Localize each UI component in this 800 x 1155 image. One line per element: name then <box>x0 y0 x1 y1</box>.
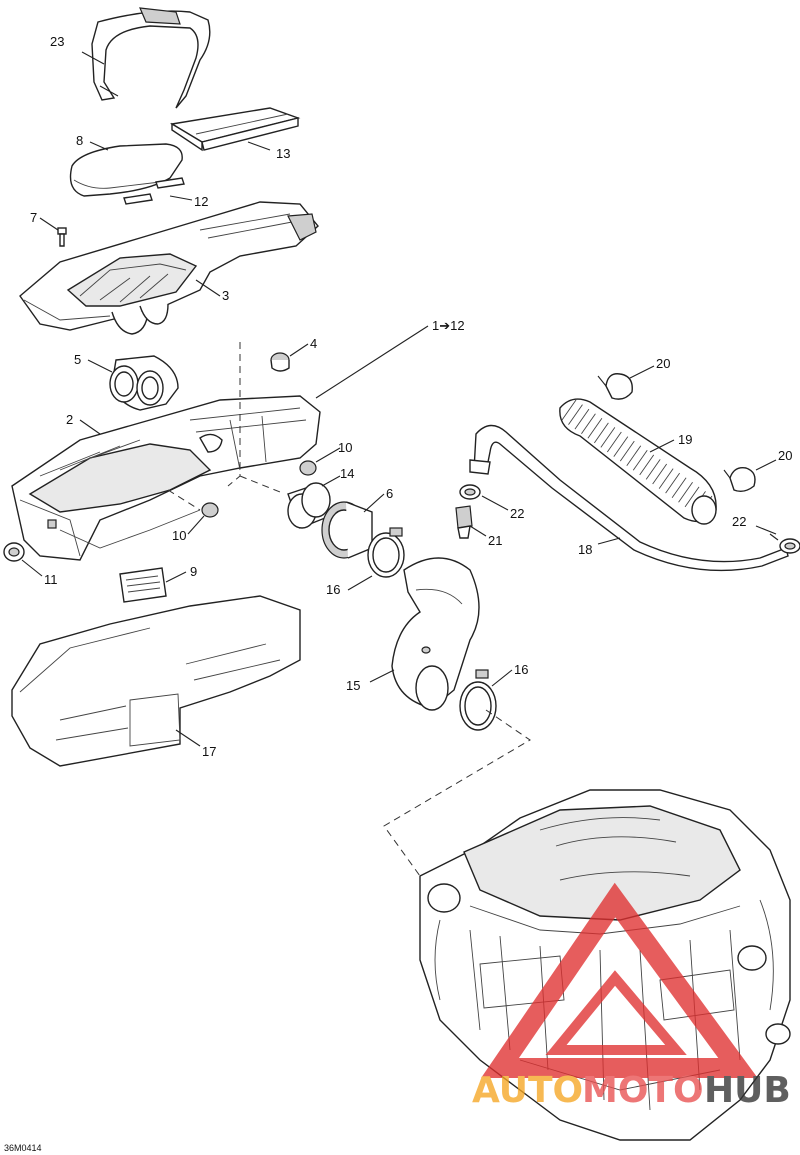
label-23: 23 <box>50 34 64 49</box>
label-11: 11 <box>44 572 58 587</box>
label-9: 9 <box>190 564 197 579</box>
label-15: 15 <box>346 678 360 693</box>
label-18: 18 <box>578 542 592 557</box>
label-22-lower: 22 <box>732 514 746 529</box>
part-19-hose[interactable] <box>559 398 717 525</box>
callout-labels: 23 8 13 12 7 3 4 1➔12 5 2 10 14 6 10 11 … <box>30 34 792 759</box>
part-7-screw[interactable] <box>57 227 67 247</box>
part-18-tube[interactable] <box>469 424 789 572</box>
part-10-grommet-lower[interactable] <box>201 502 219 518</box>
part-14-sleeve[interactable] <box>287 482 331 529</box>
part-22-clamp-lower[interactable] <box>769 533 800 554</box>
label-12: 12 <box>194 194 208 209</box>
label-8: 8 <box>76 133 83 148</box>
label-10-lower: 10 <box>172 528 186 543</box>
leader-lines <box>21 51 777 747</box>
part-4-plug[interactable] <box>270 352 290 372</box>
part-23-strap[interactable] <box>91 7 211 109</box>
label-10-upper: 10 <box>338 440 352 455</box>
label-14: 14 <box>340 466 354 481</box>
watermark-logo: AUTO MOTO HUB <box>472 882 791 1111</box>
label-7: 7 <box>30 210 37 225</box>
label-5: 5 <box>74 352 81 367</box>
part-21-fitting[interactable] <box>455 505 473 539</box>
part-17-housing[interactable] <box>11 595 301 767</box>
part-22-clamp-upper[interactable] <box>459 484 481 500</box>
label-20-lower: 20 <box>778 448 792 463</box>
part-12-strips[interactable] <box>123 177 185 205</box>
part-11-seal[interactable] <box>3 542 25 562</box>
part-6-adapter[interactable] <box>321 501 373 559</box>
label-16-upper: 16 <box>326 582 340 597</box>
label-1-to-12: 1➔12 <box>432 318 465 333</box>
part-13-cover[interactable] <box>170 107 301 152</box>
part-16-clamp-upper[interactable] <box>367 527 405 578</box>
label-22-upper: 22 <box>510 506 524 521</box>
assembly-lines <box>167 342 531 877</box>
part-20-clip-upper[interactable] <box>597 373 633 400</box>
label-21: 21 <box>488 533 502 548</box>
drawing-code: 36M0414 <box>4 1143 42 1153</box>
part-8-filter[interactable] <box>69 143 183 197</box>
label-16-lower: 16 <box>514 662 528 677</box>
watermark-text-hub: HUB <box>704 1070 791 1111</box>
label-2: 2 <box>66 412 73 427</box>
watermark-text-moto: MOTO <box>582 1070 704 1111</box>
label-3: 3 <box>222 288 229 303</box>
label-19: 19 <box>678 432 692 447</box>
part-10-grommet-upper[interactable] <box>299 460 317 476</box>
part-3-airbox-cover[interactable] <box>19 201 319 335</box>
part-16-clamp-lower[interactable] <box>459 669 497 731</box>
label-20-upper: 20 <box>656 356 670 371</box>
label-4: 4 <box>310 336 317 351</box>
label-17: 17 <box>202 744 216 759</box>
part-5-boot[interactable] <box>109 355 179 411</box>
watermark-text-auto: AUTO <box>472 1070 583 1111</box>
part-9-decal[interactable] <box>119 567 167 603</box>
part-15-elbow-duct[interactable] <box>391 557 480 711</box>
part-20-clip-lower[interactable] <box>723 467 756 493</box>
label-13: 13 <box>276 146 290 161</box>
part-2-airbox-base[interactable] <box>11 395 321 561</box>
label-6: 6 <box>386 486 393 501</box>
